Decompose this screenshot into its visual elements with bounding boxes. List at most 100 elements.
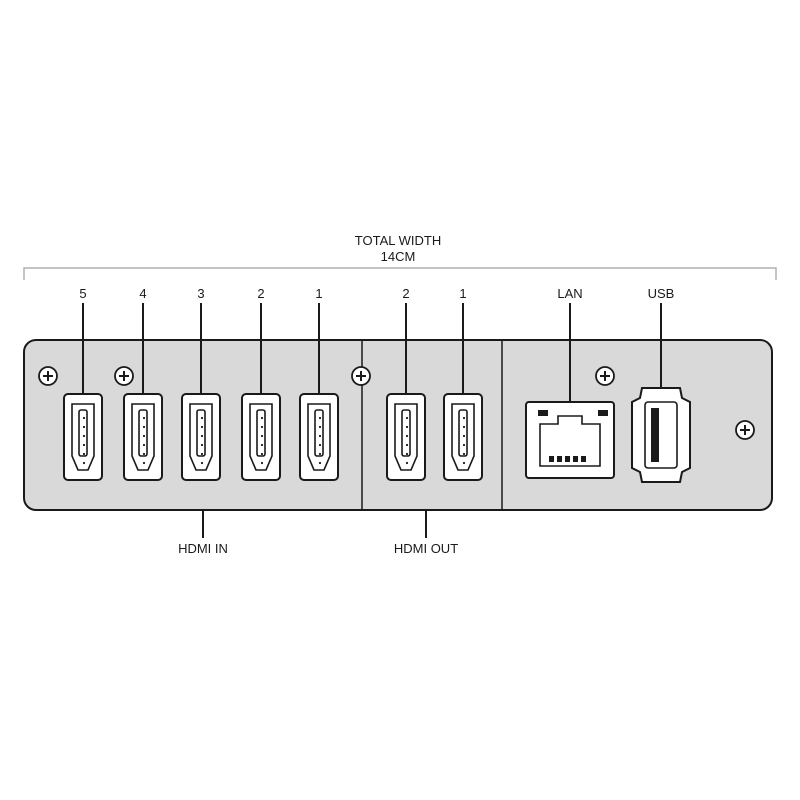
- hdmi-in-label: HDMI IN: [178, 541, 228, 556]
- total-width-bracket: [23, 267, 777, 280]
- hdmi-pin: [142, 416, 146, 420]
- hdmi-pin: [318, 425, 322, 429]
- total-width-label: TOTAL WIDTH: [355, 233, 441, 248]
- usb-housing: [631, 387, 691, 483]
- lan-led-right: [598, 410, 608, 416]
- hdmi-connector-tongue: [458, 409, 468, 457]
- hdmi-pin: [462, 434, 466, 438]
- hdmi-pin: [318, 461, 322, 465]
- hdmi-in-port-2: 3: [181, 286, 221, 481]
- hdmi-pin: [260, 416, 264, 420]
- hdmi-pin: [82, 452, 86, 456]
- screw-icon: [114, 366, 134, 386]
- hdmi-connector-housing: [181, 393, 221, 481]
- hdmi-out-port-1: 1: [443, 286, 483, 481]
- hdmi-connector-opening: [451, 403, 475, 471]
- hdmi-in-port-number: 5: [79, 286, 86, 301]
- hdmi-connector-tongue: [314, 409, 324, 457]
- lan-contacts: [549, 456, 586, 462]
- usb-tongue: [651, 408, 659, 462]
- hdmi-pin: [405, 461, 409, 465]
- screw-icon: [351, 366, 371, 386]
- hdmi-pin: [142, 461, 146, 465]
- hdmi-pin: [260, 425, 264, 429]
- hdmi-pin: [142, 425, 146, 429]
- hdmi-pin: [142, 443, 146, 447]
- hdmi-connector-housing: [123, 393, 163, 481]
- lan-contact: [557, 456, 562, 462]
- hdmi-in-port-number: 3: [197, 286, 204, 301]
- lan-contact: [581, 456, 586, 462]
- hdmi-connector-housing: [443, 393, 483, 481]
- hdmi-connector-opening: [394, 403, 418, 471]
- hdmi-connector-opening: [131, 403, 155, 471]
- lan-contact: [573, 456, 578, 462]
- hdmi-pin: [318, 434, 322, 438]
- hdmi-in-port-number: 4: [139, 286, 146, 301]
- hdmi-pin: [405, 416, 409, 420]
- screw-icon: [595, 366, 615, 386]
- lan-contact: [565, 456, 570, 462]
- hdmi-connector-tongue: [401, 409, 411, 457]
- hdmi-pin: [200, 443, 204, 447]
- hdmi-pin: [200, 452, 204, 456]
- hdmi-pin: [405, 434, 409, 438]
- screw-icon: [38, 366, 58, 386]
- hdmi-pin: [200, 434, 204, 438]
- hdmi-connector-opening: [189, 403, 213, 471]
- hdmi-pin: [318, 443, 322, 447]
- hdmi-pin: [260, 434, 264, 438]
- hdmi-connector-tongue: [196, 409, 206, 457]
- hdmi-pin: [200, 416, 204, 420]
- hdmi-pin: [318, 416, 322, 420]
- hdmi-out-port-0: 2: [386, 286, 426, 481]
- lan-port: LAN: [525, 286, 615, 479]
- lan-jack-opening: [539, 415, 601, 467]
- hdmi-pin: [82, 416, 86, 420]
- hdmi-pin: [82, 425, 86, 429]
- hdmi-pin: [260, 461, 264, 465]
- hdmi-connector-opening: [307, 403, 331, 471]
- hdmi-in-port-3: 2: [241, 286, 281, 481]
- usb-label: USB: [648, 286, 675, 301]
- hdmi-connector-tongue: [78, 409, 88, 457]
- total-width-value: 14CM: [381, 249, 416, 264]
- hdmi-connector-housing: [386, 393, 426, 481]
- lan-jack-outer: [525, 401, 615, 479]
- hdmi-pin: [462, 416, 466, 420]
- hdmi-pin: [82, 443, 86, 447]
- hdmi-out-label: HDMI OUT: [394, 541, 458, 556]
- lan-led-left: [538, 410, 548, 416]
- hdmi-pin: [260, 452, 264, 456]
- hdmi-pin: [462, 443, 466, 447]
- hdmi-pin: [260, 443, 264, 447]
- hdmi-pin: [200, 425, 204, 429]
- hdmi-connector-opening: [249, 403, 273, 471]
- hdmi-pin: [318, 452, 322, 456]
- hdmi-in-port-4: 1: [299, 286, 339, 481]
- usb-slot: [644, 401, 678, 469]
- hdmi-pin: [82, 434, 86, 438]
- hdmi-pin: [82, 461, 86, 465]
- hdmi-pin: [142, 452, 146, 456]
- hdmi-pin: [462, 452, 466, 456]
- hdmi-out-port-number: 1: [459, 286, 466, 301]
- hdmi-pin: [462, 461, 466, 465]
- screw-icon: [735, 420, 755, 440]
- usb-port: USB: [631, 286, 691, 483]
- hdmi-pin: [200, 461, 204, 465]
- hdmi-connector-opening: [71, 403, 95, 471]
- hdmi-connector-housing: [63, 393, 103, 481]
- hdmi-connector-tongue: [138, 409, 148, 457]
- lan-label: LAN: [557, 286, 582, 301]
- hdmi-connector-housing: [241, 393, 281, 481]
- lan-contact: [549, 456, 554, 462]
- hdmi-pin: [405, 452, 409, 456]
- hdmi-pin: [462, 425, 466, 429]
- hdmi-pin: [142, 434, 146, 438]
- hdmi-connector-tongue: [256, 409, 266, 457]
- hdmi-connector-housing: [299, 393, 339, 481]
